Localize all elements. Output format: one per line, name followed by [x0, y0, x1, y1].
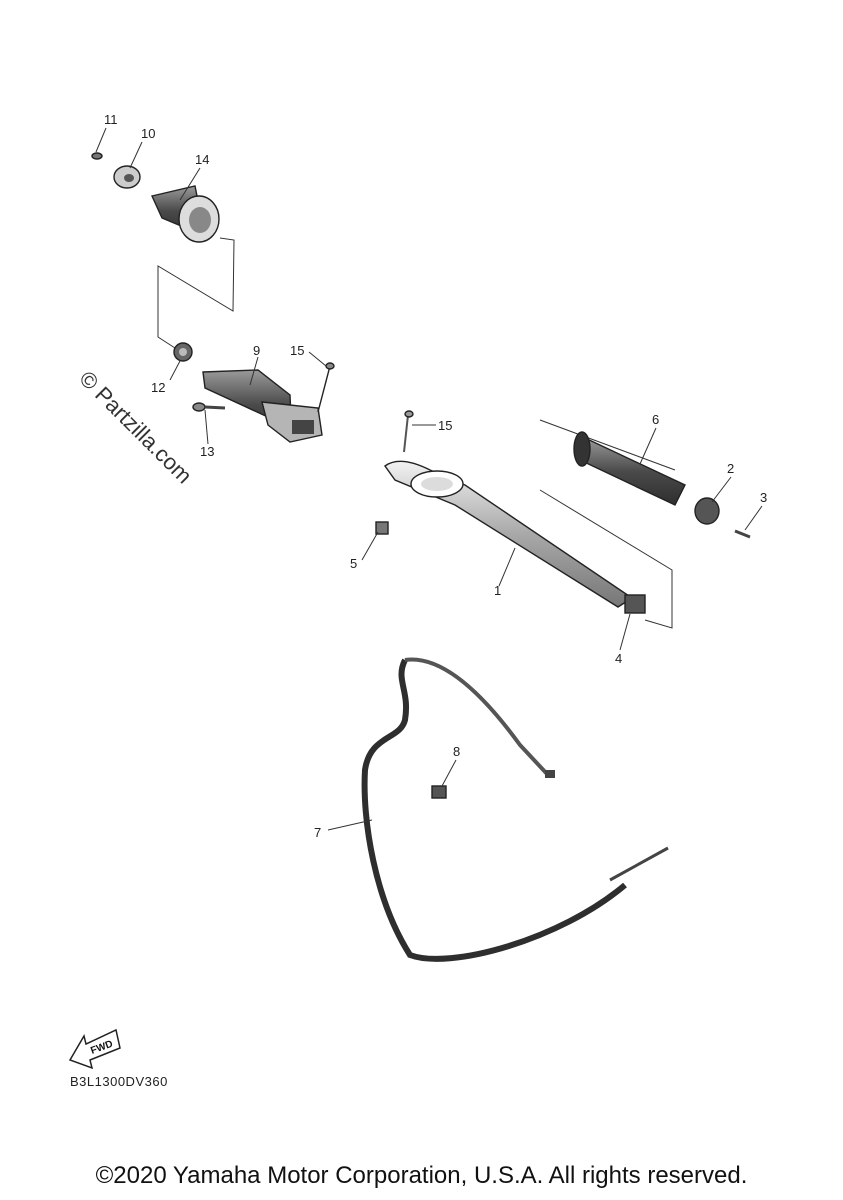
callout-5: 5: [350, 556, 357, 571]
part-12-collar: [173, 342, 193, 362]
part-15-screw-right: [403, 410, 414, 453]
part-13-screw: [192, 402, 226, 412]
assembly-line-upper: [157, 237, 235, 349]
part-11-screw: [91, 152, 103, 160]
part-14-throttle-grip: [151, 185, 220, 243]
part-5-bolt: [375, 521, 389, 535]
part-10-end-cap: [113, 165, 141, 189]
assembly-line-bar: [539, 489, 673, 629]
callout-4: 4: [615, 651, 622, 666]
assembly-line-grip: [539, 419, 676, 471]
part-7-throttle-cable: [361, 657, 669, 962]
fwd-arrow-icon: FWD: [68, 1028, 121, 1070]
leader-lines: [95, 127, 763, 831]
callout-15-upper: 15: [290, 343, 304, 358]
part-15-screw-upper: [317, 362, 335, 413]
callout-12: 12: [151, 380, 165, 395]
part-9-throttle-housing: [202, 369, 323, 443]
callout-8: 8: [453, 744, 460, 759]
callout-13: 13: [200, 444, 214, 459]
callout-14: 14: [195, 152, 209, 167]
callout-7: 7: [314, 825, 321, 840]
diagram-code: B3L1300DV360: [70, 1074, 168, 1089]
copyright-notice: ©2020 Yamaha Motor Corporation, U.S.A. A…: [95, 1162, 748, 1189]
part-8-adjuster: [431, 785, 447, 799]
callout-numbers: 11 10 14 9 15 12 13 15 6 2 3 5 1 4 8 7: [104, 112, 767, 840]
callout-6: 6: [652, 412, 659, 427]
callout-10: 10: [141, 126, 155, 141]
callout-2: 2: [727, 461, 734, 476]
part-3-screw: [734, 529, 751, 539]
part-6-grip: [573, 431, 686, 506]
part-2-bar-end: [694, 497, 720, 525]
part-4-weight: [624, 594, 646, 614]
part-1-handlebar: [384, 460, 634, 608]
callout-15-right: 15: [438, 418, 452, 433]
callout-9: 9: [253, 343, 260, 358]
callout-3: 3: [760, 490, 767, 505]
watermark: © Partzilla.com: [74, 366, 197, 489]
callout-1: 1: [494, 583, 501, 598]
callout-11: 11: [104, 112, 118, 127]
